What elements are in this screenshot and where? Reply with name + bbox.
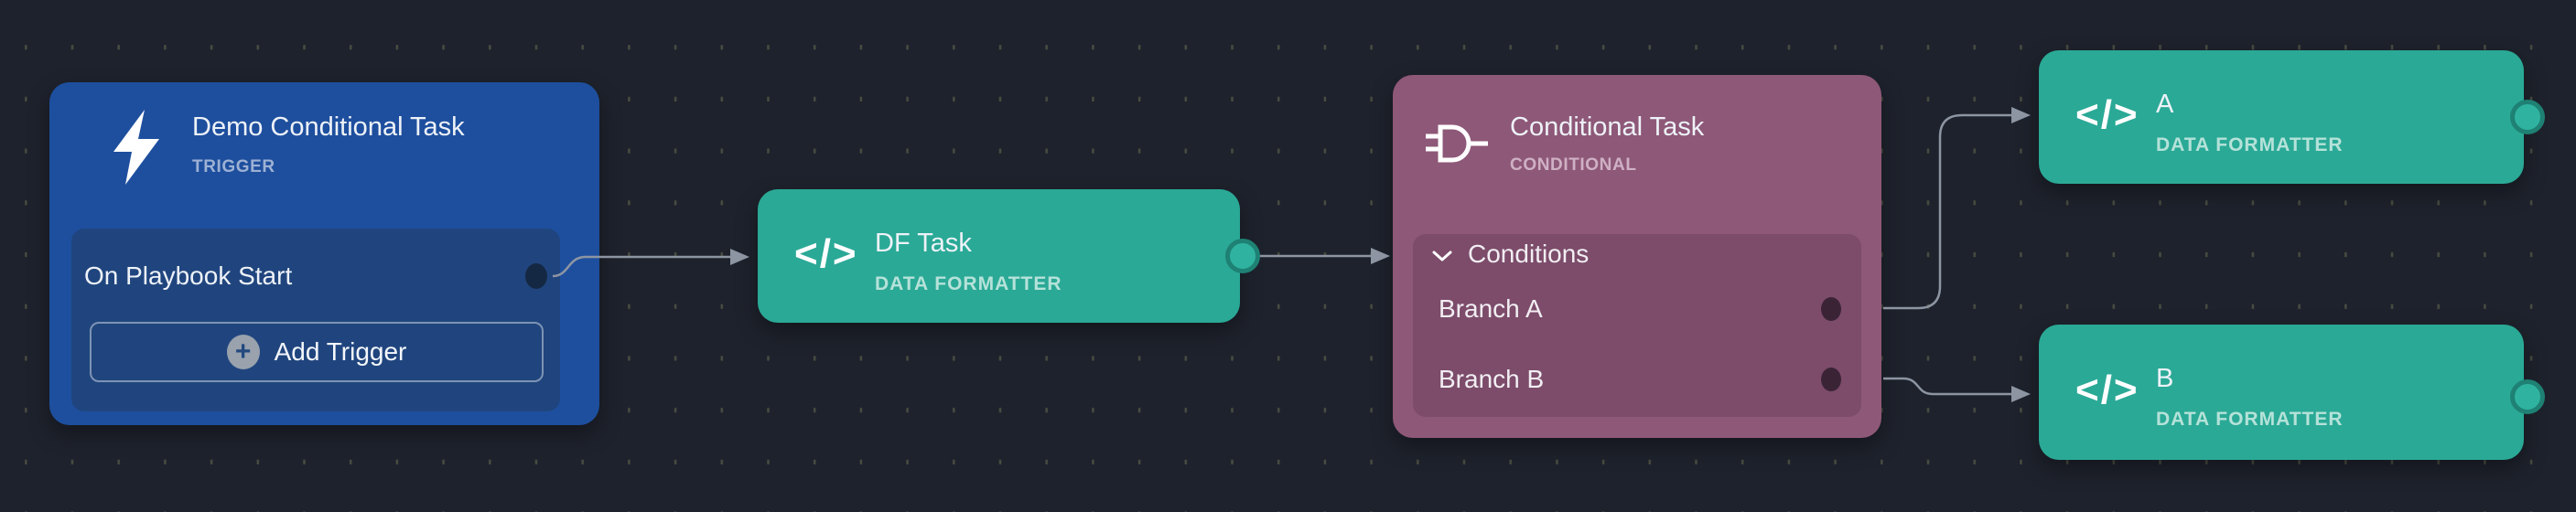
chevron-down-icon (1431, 240, 1453, 269)
conditions-label: Conditions (1468, 240, 1590, 268)
branch-b-label: Branch B (1439, 365, 1545, 393)
add-trigger-button[interactable]: + Add Trigger (90, 322, 544, 382)
formatter-b-output-port[interactable] (2510, 379, 2545, 414)
conditions-panel: Conditions Branch A Branch B (1413, 234, 1861, 417)
node-df-task[interactable]: </> DF Task DATA FORMATTER (758, 189, 1240, 323)
branch-a-output-port[interactable] (1821, 297, 1841, 321)
code-icon: </> (2075, 92, 2139, 138)
node-conditional-task[interactable]: Conditional Task CONDITIONAL Conditions … (1393, 75, 1881, 438)
node-title: Conditional Task (1510, 112, 1705, 142)
logic-gate-icon (1426, 123, 1490, 169)
conditions-toggle[interactable]: Conditions (1431, 240, 1589, 269)
node-type-label: DATA FORMATTER (2156, 409, 2344, 430)
node-type-label: TRIGGER (192, 157, 275, 176)
node-trigger[interactable]: Demo Conditional Task TRIGGER On Playboo… (49, 82, 599, 425)
node-title: Demo Conditional Task (192, 112, 465, 142)
branch-b-row[interactable]: Branch B (1439, 365, 1841, 394)
trigger-row-on-playbook-start[interactable]: On Playbook Start (84, 261, 547, 291)
node-type-label: DATA FORMATTER (875, 273, 1062, 294)
code-icon: </> (794, 231, 858, 277)
df-task-output-port[interactable] (1225, 239, 1260, 273)
node-title: A (2156, 90, 2174, 119)
add-trigger-label: Add Trigger (274, 337, 407, 366)
branch-a-label: Branch A (1439, 294, 1543, 323)
node-title: DF Task (875, 229, 972, 258)
node-formatter-a[interactable]: </> A DATA FORMATTER (2039, 50, 2524, 184)
plus-icon: + (226, 335, 260, 369)
trigger-list-panel: On Playbook Start + Add Trigger (71, 229, 560, 411)
node-formatter-b[interactable]: </> B DATA FORMATTER (2039, 325, 2524, 460)
lightning-icon (108, 108, 165, 191)
trigger-row-label: On Playbook Start (84, 261, 293, 290)
node-type-label: CONDITIONAL (1510, 155, 1637, 175)
trigger-output-port[interactable] (525, 263, 547, 289)
node-title: B (2156, 364, 2174, 393)
formatter-a-output-port[interactable] (2510, 100, 2545, 134)
branch-a-row[interactable]: Branch A (1439, 294, 1841, 324)
node-type-label: DATA FORMATTER (2156, 134, 2344, 155)
code-icon: </> (2075, 368, 2139, 413)
branch-b-output-port[interactable] (1821, 368, 1841, 391)
